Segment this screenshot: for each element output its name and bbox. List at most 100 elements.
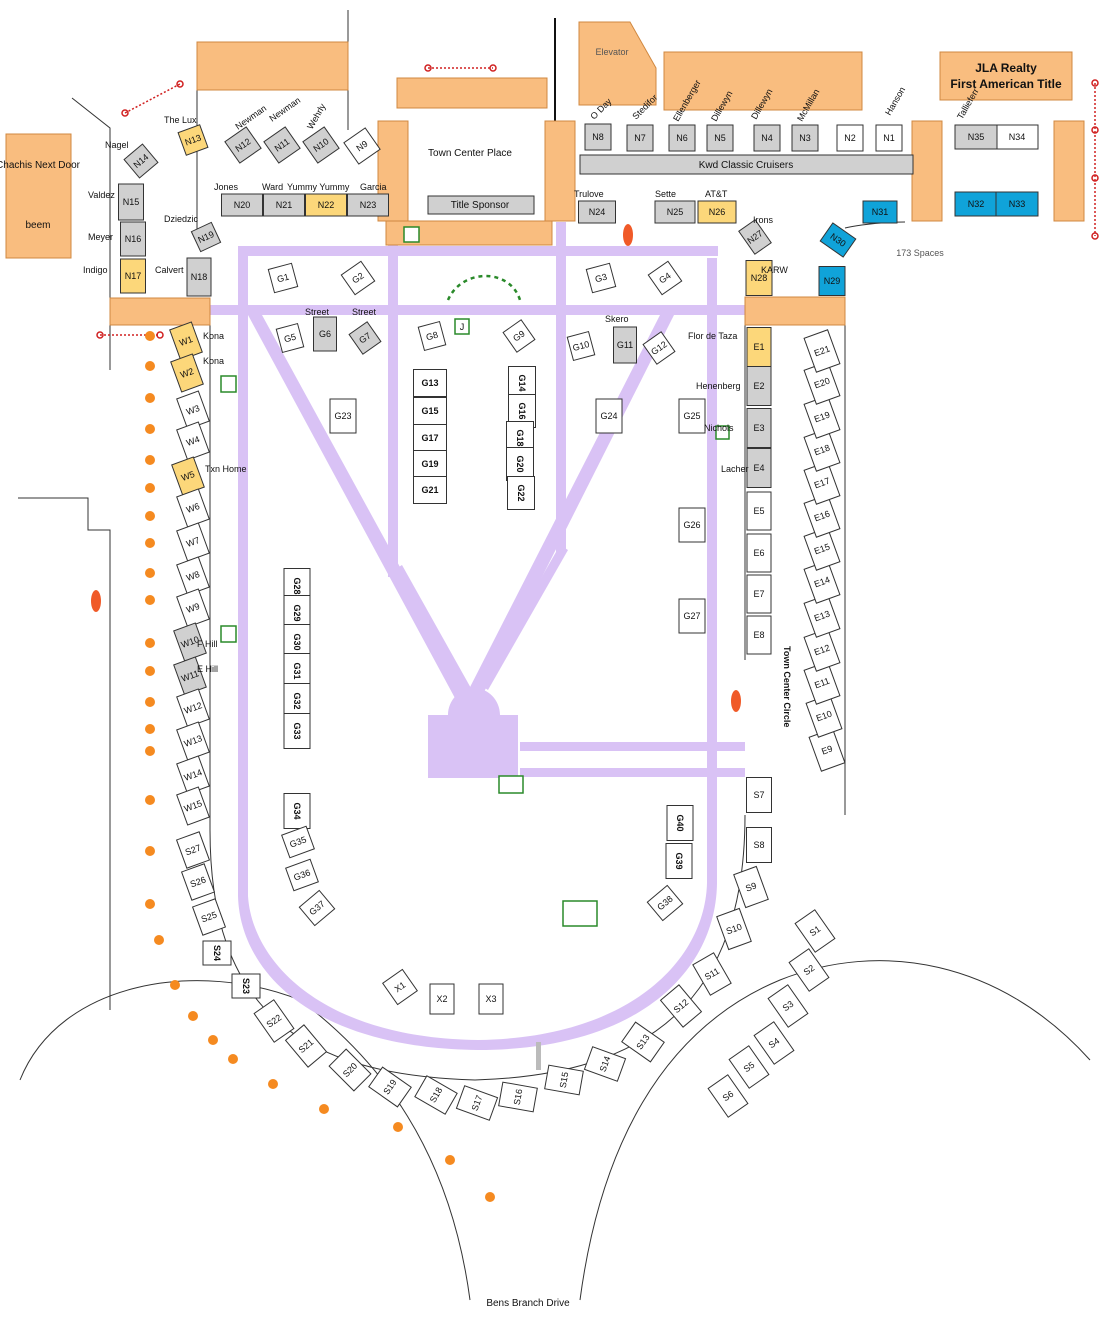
booth-g9[interactable]: G9 bbox=[502, 319, 536, 353]
booth-w10[interactable]: W10 bbox=[173, 622, 207, 662]
booth-s4[interactable]: S4 bbox=[753, 1021, 795, 1065]
booth-s5[interactable]: S5 bbox=[728, 1045, 770, 1089]
booth-s11[interactable]: S11 bbox=[692, 952, 732, 996]
booth-s7[interactable]: S7 bbox=[746, 777, 772, 813]
booth-g11[interactable]: G11 bbox=[613, 326, 637, 364]
booth-n18[interactable]: N18 bbox=[186, 257, 212, 297]
booth-e16[interactable]: E16 bbox=[803, 494, 841, 538]
booth-g7[interactable]: G7 bbox=[348, 321, 382, 355]
booth-e2[interactable]: E2 bbox=[746, 366, 772, 406]
booth-g24[interactable]: G24 bbox=[595, 398, 623, 434]
booth-s21[interactable]: S21 bbox=[284, 1024, 328, 1068]
booth-w9[interactable]: W9 bbox=[176, 588, 210, 628]
booth-n26[interactable]: N26 bbox=[697, 200, 737, 224]
booth-s17[interactable]: S17 bbox=[455, 1085, 499, 1121]
booth-w1[interactable]: W1 bbox=[169, 321, 203, 361]
booth-e11[interactable]: E11 bbox=[803, 661, 841, 705]
booth-n14[interactable]: N14 bbox=[123, 143, 159, 179]
booth-n20[interactable]: N20 bbox=[221, 193, 263, 217]
booth-e1[interactable]: E1 bbox=[746, 327, 772, 367]
booth-w8[interactable]: W8 bbox=[176, 556, 210, 596]
booth-w3[interactable]: W3 bbox=[176, 390, 210, 430]
booth-e3[interactable]: E3 bbox=[746, 408, 772, 448]
booth-e12[interactable]: E12 bbox=[803, 628, 841, 672]
booth-g10[interactable]: G10 bbox=[566, 330, 596, 362]
booth-n3[interactable]: N3 bbox=[791, 124, 819, 152]
booth-n22[interactable]: N22 bbox=[305, 193, 347, 217]
booth-n30[interactable]: N30 bbox=[819, 222, 857, 258]
booth-n33[interactable]: N33 bbox=[995, 191, 1039, 217]
booth-g5[interactable]: G5 bbox=[275, 322, 305, 354]
booth-e9[interactable]: E9 bbox=[808, 728, 846, 772]
booth-n1[interactable]: N1 bbox=[875, 124, 903, 152]
booth-n9[interactable]: N9 bbox=[343, 127, 381, 165]
booth-g8[interactable]: G8 bbox=[417, 320, 447, 352]
booth-x2[interactable]: X2 bbox=[429, 983, 455, 1015]
booth-g1[interactable]: G1 bbox=[267, 262, 299, 294]
booth-n29[interactable]: N29 bbox=[818, 266, 846, 296]
booth-s25[interactable]: S25 bbox=[191, 898, 227, 936]
booth-s26[interactable]: S26 bbox=[180, 863, 216, 901]
booth-n16[interactable]: N16 bbox=[120, 221, 146, 257]
booth-n28[interactable]: N28 bbox=[745, 260, 773, 296]
booth-n34[interactable]: N34 bbox=[995, 124, 1039, 150]
booth-e4[interactable]: E4 bbox=[746, 448, 772, 488]
booth-w2[interactable]: W2 bbox=[170, 353, 204, 393]
booth-n15[interactable]: N15 bbox=[118, 183, 144, 221]
booth-s19[interactable]: S19 bbox=[368, 1066, 412, 1108]
booth-g4[interactable]: G4 bbox=[647, 260, 683, 296]
booth-n21[interactable]: N21 bbox=[263, 193, 305, 217]
booth-n11[interactable]: N11 bbox=[263, 126, 301, 164]
booth-n4[interactable]: N4 bbox=[753, 124, 781, 152]
booth-g26[interactable]: G26 bbox=[678, 507, 706, 543]
booth-e15[interactable]: E15 bbox=[803, 527, 841, 571]
booth-n13[interactable]: N13 bbox=[177, 124, 209, 156]
booth-s6[interactable]: S6 bbox=[707, 1074, 749, 1118]
booth-e6[interactable]: E6 bbox=[746, 533, 772, 573]
booth-w12[interactable]: W12 bbox=[176, 688, 210, 728]
booth-e18[interactable]: E18 bbox=[803, 428, 841, 472]
booth-g27[interactable]: G27 bbox=[678, 598, 706, 634]
booth-s15[interactable]: S15 bbox=[544, 1064, 584, 1096]
booth-g17[interactable]: G17 bbox=[413, 424, 447, 452]
booth-s9[interactable]: S9 bbox=[733, 865, 769, 909]
booth-w7[interactable]: W7 bbox=[176, 522, 210, 562]
booth-w14[interactable]: W14 bbox=[176, 755, 210, 795]
booth-n24[interactable]: N24 bbox=[578, 200, 616, 224]
booth-g15[interactable]: G15 bbox=[413, 397, 447, 425]
booth-s8[interactable]: S8 bbox=[746, 827, 772, 863]
booth-w13[interactable]: W13 bbox=[176, 721, 210, 761]
booth-x3[interactable]: X3 bbox=[478, 983, 504, 1015]
booth-n23[interactable]: N23 bbox=[347, 193, 389, 217]
booth-s13[interactable]: S13 bbox=[621, 1021, 665, 1063]
booth-e21[interactable]: E21 bbox=[803, 329, 841, 373]
booth-e17[interactable]: E17 bbox=[803, 461, 841, 505]
booth-e5[interactable]: E5 bbox=[746, 491, 772, 531]
booth-g3[interactable]: G3 bbox=[585, 262, 617, 294]
booth-g20[interactable]: G20 bbox=[506, 447, 534, 481]
booth-w15[interactable]: W15 bbox=[176, 786, 210, 826]
booth-n5[interactable]: N5 bbox=[706, 124, 734, 152]
booth-g6[interactable]: G6 bbox=[313, 316, 337, 352]
booth-s12[interactable]: S12 bbox=[659, 984, 703, 1028]
booth-w4[interactable]: W4 bbox=[176, 421, 210, 461]
booth-n17[interactable]: N17 bbox=[120, 258, 146, 294]
booth-g19[interactable]: G19 bbox=[413, 450, 447, 478]
booth-g21[interactable]: G21 bbox=[413, 476, 447, 504]
booth-g23[interactable]: G23 bbox=[329, 398, 357, 434]
booth-n2[interactable]: N2 bbox=[836, 124, 864, 152]
booth-g18[interactable]: G18 bbox=[506, 421, 534, 455]
booth-s10[interactable]: S10 bbox=[716, 907, 752, 951]
booth-n12[interactable]: N12 bbox=[224, 126, 262, 164]
booth-n31[interactable]: N31 bbox=[862, 200, 898, 224]
booth-w6[interactable]: W6 bbox=[176, 488, 210, 528]
booth-s16[interactable]: S16 bbox=[498, 1081, 538, 1113]
booth-g22[interactable]: G22 bbox=[507, 476, 535, 510]
booth-w11[interactable]: W11 bbox=[173, 656, 207, 696]
booth-s22[interactable]: S22 bbox=[253, 999, 295, 1043]
booth-s20[interactable]: S20 bbox=[328, 1048, 372, 1092]
booth-n19[interactable]: N19 bbox=[190, 221, 222, 253]
booth-n8[interactable]: N8 bbox=[584, 123, 612, 151]
booth-n10[interactable]: N10 bbox=[302, 126, 340, 164]
booth-n7[interactable]: N7 bbox=[626, 124, 654, 152]
